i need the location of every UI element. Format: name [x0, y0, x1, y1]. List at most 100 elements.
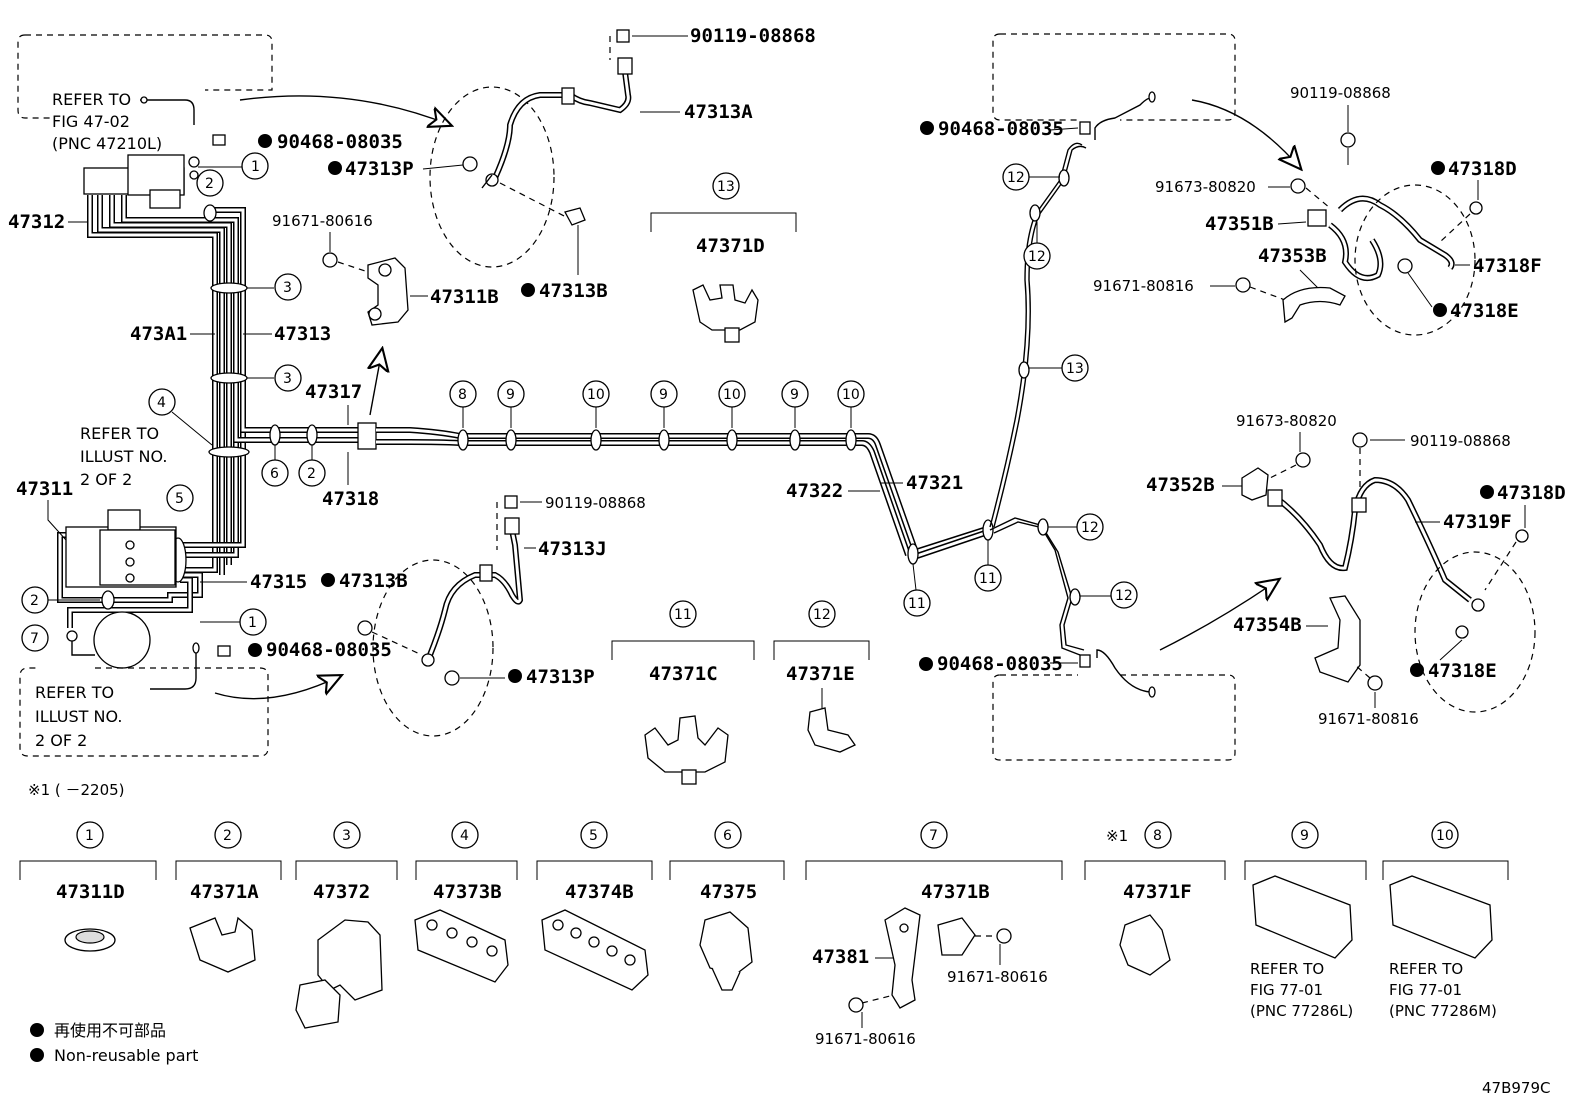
label-473A1: 473A1	[130, 323, 187, 345]
refer-bot-line2: ILLUST NO.	[35, 707, 122, 726]
label-91671-80816-a: 91671-80816	[1093, 277, 1194, 295]
label-47312: 47312	[8, 211, 65, 233]
balloon-8: 8	[458, 387, 467, 403]
note-jp: 再使用不可部品	[54, 1021, 166, 1040]
label-91673-b: 91673-80820	[1236, 412, 1337, 430]
balloon-12-r4: 12	[1115, 588, 1133, 604]
label-90468-bottom-left: 90468-08035	[266, 639, 392, 661]
label-47315: 47315	[250, 571, 307, 593]
label-47371D: 47371D	[696, 235, 765, 257]
balloon-6: 6	[270, 466, 279, 482]
clamp-3a	[210, 282, 248, 294]
label-47352B: 47352B	[1146, 474, 1215, 496]
bolt-icon	[1469, 201, 1483, 215]
bolt-icon	[1235, 277, 1251, 293]
bracket-47352B	[1241, 467, 1269, 501]
label-47313A: 47313A	[684, 101, 753, 123]
legend-part-47381: 47381	[812, 946, 869, 968]
clip-icon	[212, 134, 226, 146]
balloon-5: 5	[175, 491, 184, 507]
balloon-1-bottom: 1	[248, 615, 257, 631]
legend-refer-9-line1: REFER TO	[1250, 960, 1324, 978]
label-47313P-bottom: 47313P	[526, 666, 595, 688]
connector-47318	[357, 422, 377, 450]
label-90119-d: 90119-08868	[1410, 432, 1511, 450]
legend-item-5: 5 47374B	[536, 821, 653, 991]
refer-text-line3: (PNC 47210L)	[52, 134, 162, 153]
label-90468-top-right: 90468-08035	[938, 118, 1064, 140]
label-47317: 47317	[305, 381, 362, 403]
balloon-1-top	[241, 152, 269, 180]
balloon-9-b: 9	[659, 387, 668, 403]
label-47313J: 47313J	[538, 538, 607, 560]
balloon-11-r1: 11	[908, 596, 926, 612]
brake-booster	[93, 611, 151, 669]
legend-item-9: 9 REFER TO FIG 77-01 (PNC 77286L)	[1244, 821, 1367, 1020]
balloon-2-mid: 2	[307, 466, 316, 482]
legend-refer-10-line1: REFER TO	[1389, 960, 1463, 978]
label-47318D-top: 47318D	[1448, 158, 1517, 180]
refer-box-bottom-left: REFER TO ILLUST NO. 2 OF 2	[19, 642, 269, 757]
nonreusable-dot	[30, 1023, 44, 1037]
arrow-to-47311B	[370, 350, 382, 416]
legend-num-10: 10	[1436, 828, 1454, 844]
legend-item-4: 4 47373B	[414, 821, 518, 983]
legend-part-47371F: 47371F	[1123, 881, 1192, 903]
label-47318E-top: 47318E	[1450, 300, 1519, 322]
label-90119-b: 90119-08868	[545, 494, 646, 512]
arrow-to-caliper-bottom	[214, 676, 340, 700]
balloon-9-a: 9	[506, 387, 515, 403]
label-90468-bottom-right: 90468-08035	[937, 653, 1063, 675]
label-91671-80616-a: 91671-80616	[272, 212, 373, 230]
label-47313B-top: 47313B	[539, 280, 608, 302]
balloon-2-top: 2	[205, 176, 214, 192]
legend-item-1: 1 47311D	[19, 821, 157, 952]
arrow-to-right-hose-top	[1191, 99, 1300, 168]
legend-part-47311D: 47311D	[56, 881, 125, 903]
balloon-13-top: 13	[717, 179, 735, 195]
label-47353B: 47353B	[1258, 245, 1327, 267]
legend-item-8: ※1 8 47371F	[1084, 821, 1226, 976]
legend-num-6: 6	[723, 828, 732, 844]
balloon-12-r1: 12	[1007, 170, 1025, 186]
label-90119-c: 90119-08868	[1290, 84, 1391, 102]
bolt-icon	[1515, 529, 1529, 543]
refer-text-line1: REFER TO	[52, 90, 131, 109]
refer-mid-line1: REFER TO	[80, 424, 159, 443]
clamp-4	[208, 446, 250, 458]
label-47318: 47318	[322, 488, 379, 510]
label-47319F: 47319F	[1443, 511, 1512, 533]
label-47313: 47313	[274, 323, 331, 345]
legend-refer-9-line2: FIG 77-01	[1250, 981, 1323, 999]
bolt-icon	[1340, 132, 1356, 148]
bracket-47311B	[367, 257, 409, 326]
group-12-47371E: 12 47371E	[773, 600, 870, 753]
clamp-3b	[210, 372, 248, 384]
label-47371E: 47371E	[786, 663, 855, 685]
pipe-bundle-left	[57, 195, 360, 628]
legend-item-3: 3 47372	[295, 821, 398, 1029]
nonreusable-dot	[258, 134, 272, 148]
legend-item-6: 6 47375	[669, 821, 785, 991]
caliper-detail-bottom	[372, 559, 494, 737]
refer-mid-line2: ILLUST NO.	[80, 447, 167, 466]
label-47313P-top: 47313P	[345, 158, 414, 180]
label-47371C: 47371C	[649, 663, 718, 685]
label-90468-top-left: 90468-08035	[277, 131, 403, 153]
label-47351B: 47351B	[1205, 213, 1274, 235]
legend-num-7: 7	[929, 828, 938, 844]
pipes-horizontal	[376, 427, 991, 561]
master-cylinder-block	[83, 154, 200, 209]
legend-row: 1 47311D 2 47371A 3 47372 4 4	[19, 821, 1509, 1048]
balloon-2-left: 2	[30, 593, 39, 609]
balloon-11-r2: 11	[979, 571, 997, 587]
footnote: ※1 ( －2205)	[28, 781, 125, 799]
legend-part-47375: 47375	[700, 881, 757, 903]
hose-detail-bottom-right	[1414, 551, 1536, 713]
balloon-1-top-num: 1	[251, 159, 260, 175]
group-13-47371D: 13 47371D	[650, 172, 797, 343]
refer-box-top-left: REFER TO FIG 47-02 (PNC 47210L)	[17, 34, 273, 153]
balloon-3-a: 3	[283, 280, 292, 296]
bracket-47354B	[1314, 595, 1361, 683]
balloon-13-r: 13	[1066, 361, 1084, 377]
